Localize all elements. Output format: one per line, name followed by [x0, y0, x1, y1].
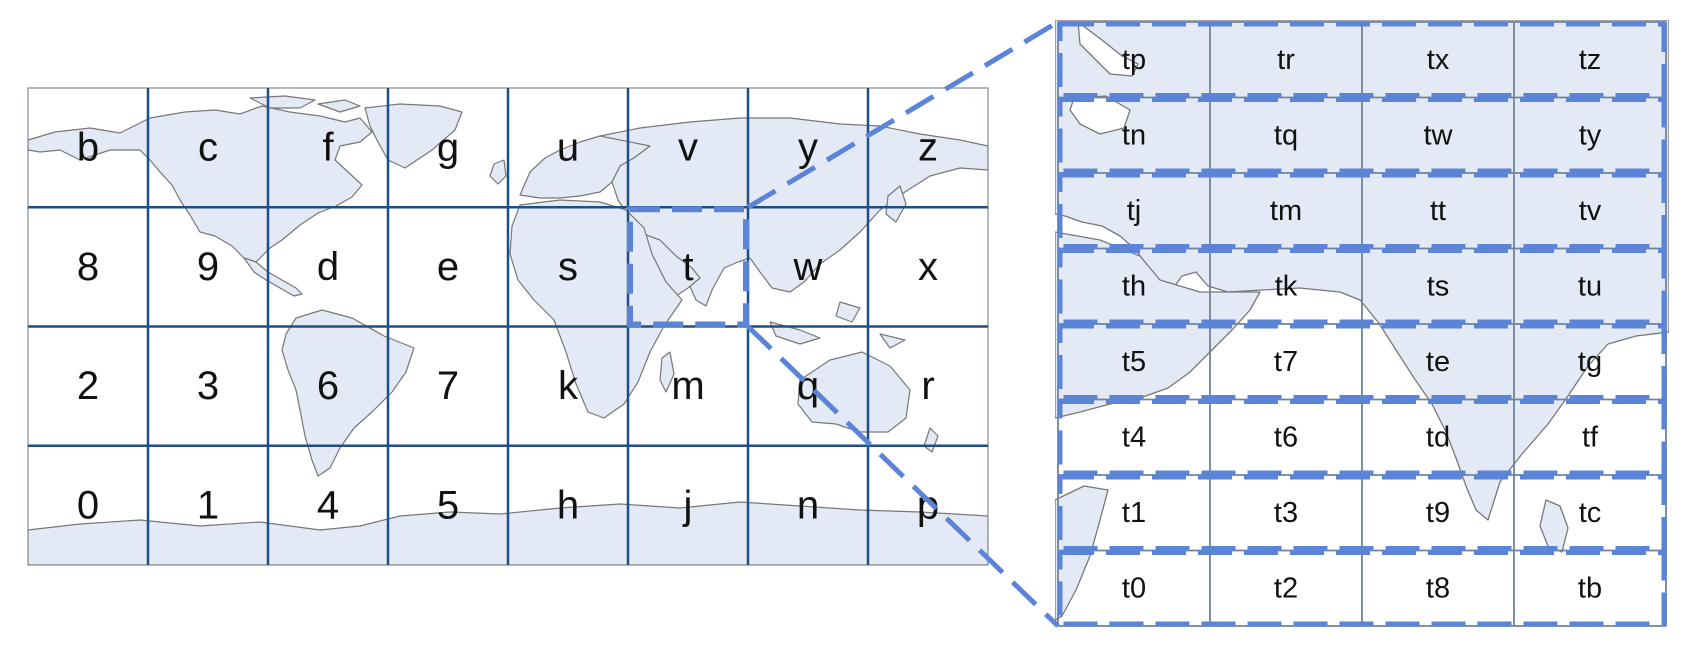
world-cell-label: y [798, 126, 818, 170]
zoom-row-dashed-border [1057, 550, 1667, 627]
world-cell-label: d [317, 245, 339, 289]
zoom-cell-label: tk [1275, 270, 1298, 302]
japan [885, 185, 907, 223]
zoom-cell-label: th [1122, 270, 1146, 302]
zoom-row-dashed-border [1057, 323, 1667, 400]
zoom-cell-label: tf [1582, 421, 1599, 453]
zoom-cell-label: tr [1277, 44, 1295, 76]
world-cell-label: 3 [197, 364, 219, 408]
zoom-row-dashed-border [1057, 97, 1667, 174]
world-cell-label: s [558, 245, 578, 289]
zoom-cell-label: t4 [1122, 421, 1146, 453]
zoom-row-dashed-borders [1057, 21, 1667, 627]
world-cell-label: q [797, 364, 819, 408]
zoom-cell-label: tb [1578, 572, 1602, 604]
british-isles [489, 159, 507, 185]
zoom-cell-label: t5 [1122, 346, 1146, 378]
zoom-cell-label: tn [1122, 119, 1146, 151]
connector-line-bottom [746, 324, 1060, 628]
world-cell-label: v [678, 126, 698, 170]
world-cell-label: w [793, 245, 823, 289]
zoom-cell-label: t2 [1274, 572, 1298, 604]
central-america [243, 257, 303, 297]
zoom-cell-label: t3 [1274, 497, 1298, 529]
world-cell-label: h [557, 483, 579, 527]
zoom-cell-label: t7 [1274, 346, 1298, 378]
zoom-cell-label: tu [1578, 270, 1602, 302]
zoom-connector-lines [746, 19, 1060, 628]
zoom-cell-labels: tp tr tx tz tn tq tw ty tj tm tt tv th tk ts tu t5 t7 te tg… [1122, 44, 1602, 605]
world-cell-label: u [557, 126, 579, 170]
madagascar [659, 351, 675, 393]
southeast-asia-islands [769, 301, 906, 349]
black-sea [1077, 21, 1139, 77]
zoom-cell-label: tz [1579, 44, 1602, 76]
world-gridlines [28, 88, 988, 565]
zoom-cell-label: t0 [1122, 572, 1146, 604]
connector-line-top [746, 19, 1060, 210]
world-cell-label: x [918, 245, 938, 289]
zoom-cell-label: tg [1578, 346, 1602, 378]
world-cell-label: z [918, 126, 938, 170]
world-cell-label: b [77, 126, 99, 170]
australia-landmass [797, 351, 911, 433]
world-cell-label: 2 [77, 364, 99, 408]
zoom-cell-label: t9 [1426, 497, 1450, 529]
zoom-cell-label: tm [1270, 195, 1302, 227]
world-cell-label: c [198, 126, 218, 170]
zoom-cell-label: t8 [1426, 572, 1450, 604]
world-cell-label: t [682, 245, 693, 289]
world-cell-label: 9 [197, 245, 219, 289]
world-cell-label: 0 [77, 483, 99, 527]
world-cell-label: 8 [77, 245, 99, 289]
africa-landmass [509, 199, 683, 419]
zoom-cell-label: tp [1122, 44, 1146, 76]
world-cell-label: 7 [437, 364, 459, 408]
world-cell-label: n [797, 483, 819, 527]
world-cell-label: g [437, 126, 459, 170]
zoom-row-dashed-border [1057, 474, 1667, 551]
world-cell-label: r [921, 364, 934, 408]
world-cell-label: k [558, 364, 579, 408]
world-cell-label: m [671, 364, 704, 408]
world-cell-label: 4 [317, 483, 339, 527]
zoom-row-dashed-border [1057, 21, 1667, 98]
zoom-cell-label: t6 [1274, 421, 1298, 453]
zoom-row-dashed-border [1057, 172, 1667, 249]
zoom-cell-label: ts [1427, 270, 1450, 302]
world-cell-label: 5 [437, 483, 459, 527]
zoom-cell-label: tv [1579, 195, 1602, 227]
zoom-cell-label: te [1426, 346, 1450, 378]
zoom-cell-label: tc [1579, 497, 1602, 529]
zoom-cell-label: tq [1274, 119, 1298, 151]
zoom-cell-label: tj [1127, 195, 1142, 227]
zoom-cell-label: t1 [1122, 497, 1146, 529]
world-cell-label: 6 [317, 364, 339, 408]
zoom-panel: tp tr tx tz tn tq tw ty tj tm tt tv th tk ts tu t5 t7 te tg… [1055, 20, 1669, 628]
highlighted-cell-border [627, 206, 749, 328]
zoom-row-dashed-border [1057, 248, 1667, 325]
world-cell-label: j [683, 483, 693, 527]
zoom-cell-label: td [1426, 421, 1450, 453]
zoom-cell-label: tw [1424, 119, 1454, 151]
arctic-islands [249, 95, 361, 113]
zoom-cell-label: tt [1430, 195, 1446, 227]
zoom-cell-label: tx [1427, 44, 1450, 76]
world-cell-label: f [322, 126, 334, 170]
world-cell-label: 1 [197, 483, 219, 527]
sri-lanka [1539, 499, 1569, 553]
zoom-cell-label: ty [1579, 119, 1602, 151]
zoom-row-dashed-border [1057, 399, 1667, 476]
world-cell-label: e [437, 245, 459, 289]
